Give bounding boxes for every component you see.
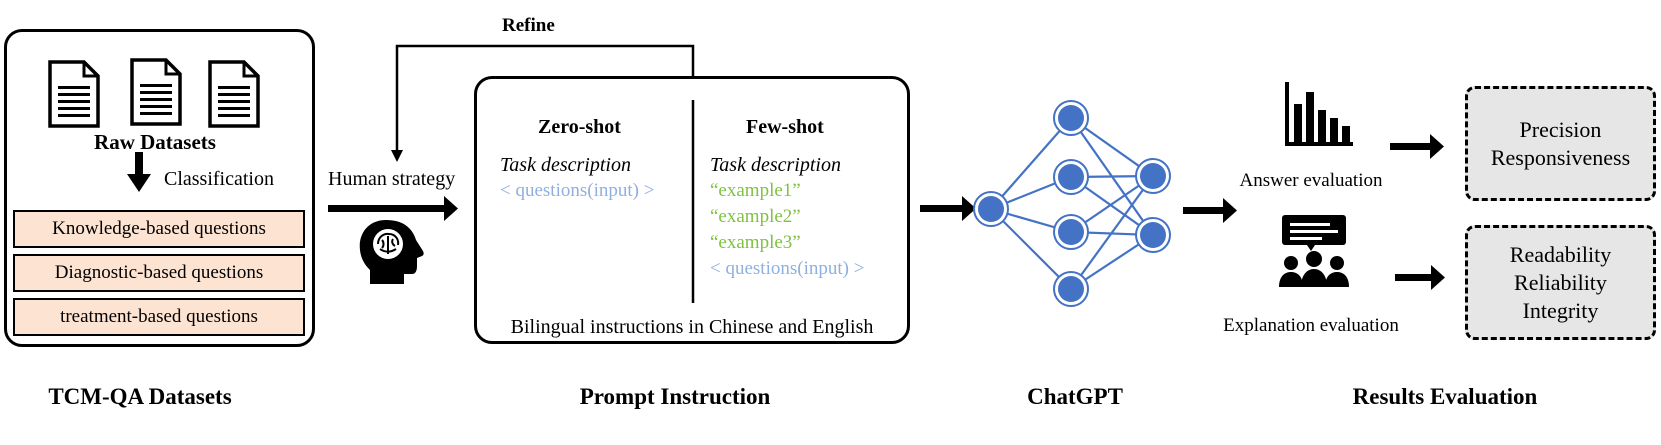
answer-metrics-box: Precision Responsiveness: [1465, 86, 1656, 201]
refine-label: Refine: [502, 15, 555, 36]
explanation-evaluation-label: Explanation evaluation: [1223, 315, 1399, 336]
few-shot-example-3: “example3”: [710, 232, 801, 253]
metric-reliability: Reliability: [1514, 269, 1607, 295]
metric-precision: Precision: [1519, 116, 1602, 142]
few-shot-task: Task description: [710, 154, 841, 176]
network-nodes: [973, 100, 1171, 307]
datasets-panel: [4, 29, 315, 347]
prompt-to-chatgpt-arrow: [920, 196, 976, 221]
section-title-prompt: Prompt Instruction: [579, 384, 771, 409]
answer-to-metrics-arrow: [1390, 134, 1444, 159]
network-node: [1053, 214, 1089, 250]
few-shot-example-1: “example1”: [710, 180, 801, 201]
raw-datasets-label: Raw Datasets: [94, 130, 216, 154]
network-node: [1053, 271, 1089, 307]
refine-loop-arrow: [391, 44, 695, 162]
section-title-chatgpt: ChatGPT: [1027, 384, 1123, 409]
document-icon: [208, 60, 260, 128]
few-shot-example-2: “example2”: [710, 206, 801, 227]
chatgpt-to-evaluation-arrow: [1183, 198, 1237, 223]
zero-shot-input: < questions(input) >: [500, 180, 655, 201]
metric-readability: Readability: [1509, 241, 1612, 267]
metric-responsiveness: Responsiveness: [1490, 144, 1631, 170]
audience-icon: [1279, 215, 1349, 287]
human-head-icon: [359, 220, 424, 284]
explanation-metrics-box: Readability Reliability Integrity: [1465, 225, 1656, 340]
category-treatment: treatment-based questions: [13, 298, 305, 336]
chatgpt-network: [990, 117, 1154, 290]
network-node: [1053, 100, 1089, 136]
prompt-panel: [474, 76, 910, 344]
document-icon: [130, 58, 182, 126]
classification-arrow: [127, 152, 151, 192]
human-strategy-arrow: [328, 196, 458, 221]
network-node: [1135, 158, 1171, 194]
network-node: [1053, 159, 1089, 195]
few-shot-input: < questions(input) >: [710, 258, 865, 279]
metric-integrity: Integrity: [1522, 297, 1599, 323]
category-knowledge: Knowledge-based questions: [13, 210, 305, 248]
bar-chart-icon: [1285, 82, 1353, 146]
section-title-results: Results Evaluation: [1352, 384, 1538, 409]
classification-label: Classification: [164, 168, 274, 190]
answer-evaluation-label: Answer evaluation: [1239, 170, 1383, 191]
few-shot-title: Few-shot: [746, 116, 824, 138]
document-icon: [48, 60, 100, 128]
prompt-footer: Bilingual instructions in Chinese and En…: [510, 316, 874, 338]
zero-shot-task: Task description: [500, 154, 631, 176]
section-title-datasets: TCM-QA Datasets: [48, 384, 232, 409]
zero-shot-title: Zero-shot: [538, 116, 621, 138]
network-node: [1135, 217, 1171, 253]
explanation-to-metrics-arrow: [1395, 265, 1445, 290]
network-node: [973, 191, 1009, 227]
category-diagnostic: Diagnostic-based questions: [13, 254, 305, 292]
human-strategy-label: Human strategy: [328, 168, 456, 190]
